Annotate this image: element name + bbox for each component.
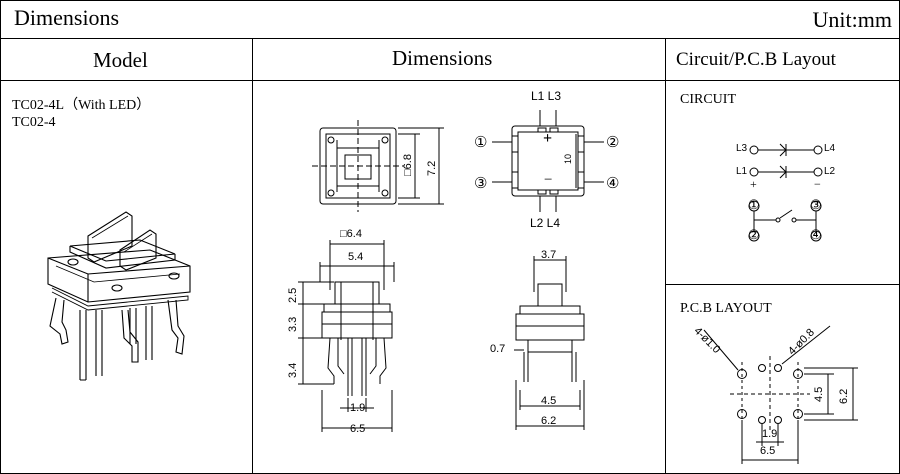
pcb-dim-6-5: 6.5: [760, 445, 776, 457]
pin-3-label: ③: [474, 176, 488, 192]
circuit-pin-2: ②: [748, 227, 760, 242]
page-title: Dimensions: [14, 5, 120, 30]
circuit-pin-3: ③: [810, 197, 822, 212]
circuit-minus: −: [814, 177, 821, 191]
label-l2-l4: L2 L4: [530, 216, 561, 230]
column-header-divider: [0, 80, 900, 81]
pin-2-label: ②: [606, 135, 620, 151]
dim-1-9: 1.9: [350, 402, 366, 414]
dim-3-7: 3.7: [541, 249, 557, 261]
dim-4-5: 4.5: [541, 395, 557, 407]
model-name-led: TC02-4L（With LED）: [12, 98, 151, 113]
column-divider-2: [665, 38, 666, 474]
circuit-label-l1: L1: [736, 166, 748, 177]
circuit-pcb-divider: [665, 284, 900, 285]
dimensions-column-header: Dimensions: [392, 46, 493, 70]
dim-6-2: 6.2: [541, 415, 557, 427]
dim-0-7: 0.7: [490, 343, 506, 355]
label-l1-l3: L1 L3: [531, 89, 562, 103]
circuit-pin-4: ④: [810, 227, 822, 242]
header-divider: [0, 38, 900, 39]
pcb-dim-6-2: 6.2: [838, 388, 850, 404]
circuit-label-l4: L4: [824, 143, 836, 154]
column-divider-1: [252, 38, 253, 474]
dim-6-5: 6.5: [350, 423, 366, 435]
unit-label: Unit:mm: [812, 7, 892, 32]
circuit-pin-1: ①: [748, 197, 760, 212]
circuit-column-header: Circuit/P.C.B Layout: [676, 49, 836, 70]
circuit-title: CIRCUIT: [680, 92, 736, 107]
dim-5-4: 5.4: [348, 251, 364, 263]
switch-3d-illustration: [47, 211, 191, 381]
pin-1-label: ①: [474, 135, 488, 151]
circuit-label-l2: L2: [824, 166, 836, 177]
circuit-plus: +: [750, 177, 757, 191]
pcb-dim-4-5: 4.5: [813, 386, 825, 402]
circuit-label-l3: L3: [736, 143, 748, 154]
model-column-header: Model: [93, 48, 148, 72]
minus-sign: −: [544, 172, 553, 188]
pin-4-label: ④: [606, 176, 620, 192]
model-name: TC02-4: [12, 115, 56, 130]
pcb-layout-title: P.C.B LAYOUT: [680, 301, 772, 316]
pcb-dim-1-9: 1.9: [762, 428, 778, 440]
dim-square-6-4: □6.4: [340, 228, 362, 240]
plus-sign: +: [543, 130, 553, 147]
